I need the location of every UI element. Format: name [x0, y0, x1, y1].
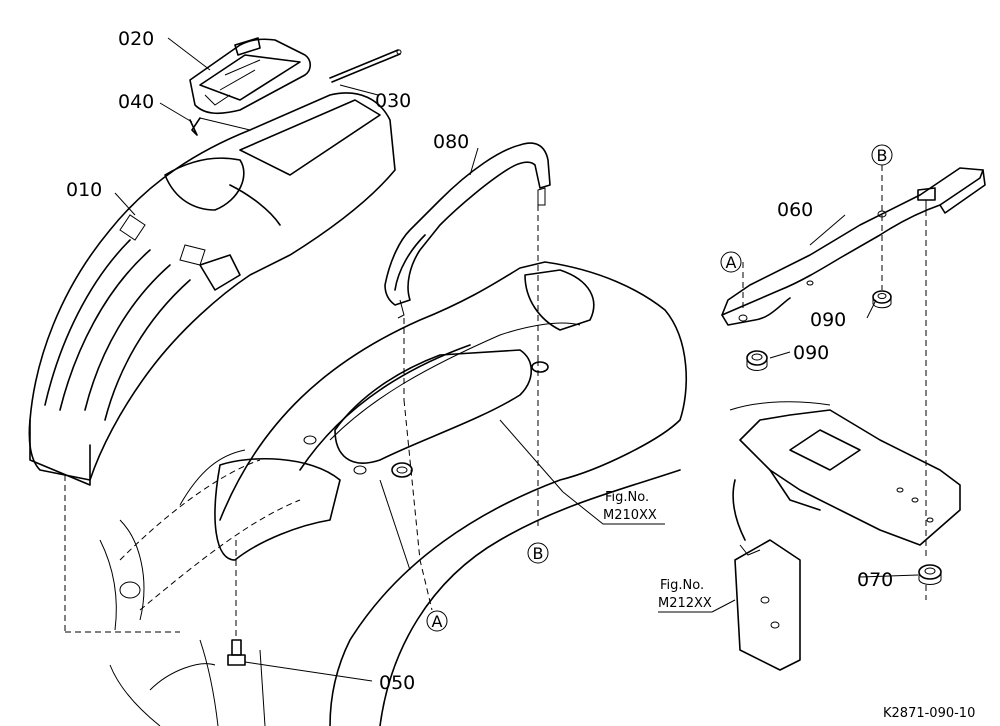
part-number-060: 060	[777, 199, 813, 221]
svg-text:A: A	[726, 253, 737, 272]
part-number-090-upper: 090	[810, 309, 846, 331]
svg-text:B: B	[877, 146, 888, 165]
marker-a-lower: A	[426, 610, 448, 632]
pin-040-drawing	[189, 117, 251, 136]
part-number-010: 010	[66, 179, 102, 201]
part-number-090-lower: 090	[793, 342, 829, 364]
part-number-050: 050	[379, 672, 415, 694]
grommet-090b-drawing	[746, 350, 768, 371]
grommet-070-drawing	[918, 564, 942, 585]
marker-b-upper: B	[871, 144, 893, 166]
cover-020-drawing	[189, 37, 312, 115]
fig-ref-caption-1: Fig.No.	[605, 490, 649, 505]
fig-ref-code-1: M210XX	[603, 508, 657, 523]
bolt-050-drawing	[227, 639, 246, 666]
leader-lines	[64, 37, 927, 682]
handle-080-drawing	[384, 142, 551, 319]
part-number-020: 020	[118, 28, 154, 50]
drawing-code: K2871-090-10	[883, 706, 975, 721]
frame-drawing	[729, 401, 961, 671]
marker-b-lower: B	[527, 542, 549, 564]
part-number-040: 040	[118, 91, 154, 113]
part-number-080: 080	[433, 131, 469, 153]
marker-a-upper: A	[720, 251, 742, 273]
part-number-070: 070	[857, 569, 893, 591]
fig-ref-code-2: M212XX	[658, 596, 712, 611]
console-010-drawing	[28, 92, 396, 486]
rod-030-drawing	[329, 49, 402, 83]
svg-text:A: A	[432, 612, 443, 631]
fig-ref-caption-2: Fig.No.	[660, 578, 704, 593]
fender-drawing	[99, 261, 688, 726]
bracket-060-drawing	[721, 167, 986, 326]
svg-text:B: B	[533, 544, 544, 563]
part-number-030: 030	[375, 90, 411, 112]
grommet-090a-drawing	[872, 290, 892, 309]
